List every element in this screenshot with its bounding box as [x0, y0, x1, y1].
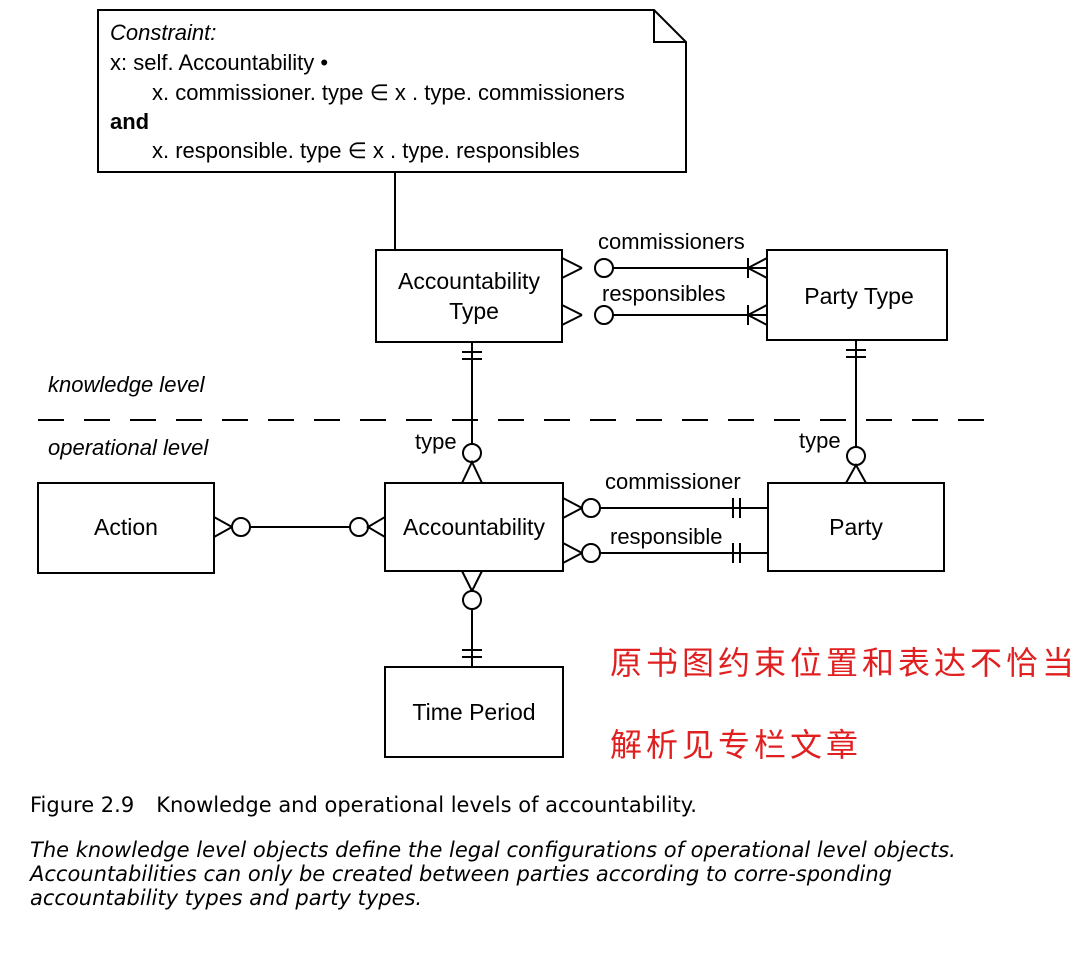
constraint-line-2: x: self. Accountability • — [110, 50, 328, 75]
relation-action-accountability — [213, 516, 386, 538]
entity-accountability-type: Accountability Type — [375, 249, 563, 343]
relation-responsible: responsible — [562, 524, 768, 564]
entity-party-type: Party Type — [766, 249, 948, 341]
accountability-label: Accountability — [403, 514, 545, 540]
relation-type-left: type — [415, 342, 483, 484]
figure-caption-body: The knowledge level objects define the l… — [30, 838, 956, 910]
type-right-label: type — [799, 428, 841, 453]
time-period-label: Time Period — [412, 699, 535, 725]
action-label: Action — [94, 514, 158, 540]
constraint-line-3: x. commissioner. type ∈ x . type. commis… — [152, 80, 625, 105]
entity-party: Party — [767, 482, 945, 572]
constraint-title: Constraint: — [110, 20, 216, 45]
party-label: Party — [829, 514, 883, 540]
commissioners-label: commissioners — [598, 229, 745, 254]
relation-commissioner: commissioner — [562, 469, 768, 519]
type-left-label: type — [415, 429, 457, 454]
responsibles-label: responsibles — [602, 281, 726, 306]
figure-caption-title: Figure 2.9 Knowledge and operational leve… — [30, 793, 697, 817]
constraint-note: Constraint: x: self. Accountability • x.… — [97, 9, 687, 173]
operational-level-label: operational level — [48, 435, 209, 460]
party-type-label: Party Type — [804, 283, 914, 309]
knowledge-level-label: knowledge level — [48, 372, 206, 397]
entity-time-period: Time Period — [384, 666, 564, 758]
annotation-line-1: 原书图约束位置和表达不恰当 — [610, 644, 1078, 682]
accountability-type-label-2: Type — [449, 298, 499, 324]
constraint-and: and — [110, 109, 149, 134]
constraint-line-5: x. responsible. type ∈ x . type. respons… — [152, 138, 580, 163]
relation-type-right: type — [799, 340, 867, 484]
accountability-type-label-1: Accountability — [398, 268, 540, 294]
responsible-label: responsible — [610, 524, 723, 549]
relation-commissioners: commissioners — [561, 229, 768, 279]
annotation-line-2: 解析见专栏文章 — [610, 726, 862, 764]
entity-accountability: Accountability — [384, 482, 564, 572]
commissioner-label: commissioner — [605, 469, 741, 494]
relation-time-period — [461, 570, 483, 667]
relation-responsibles: responsibles — [561, 281, 768, 326]
figure-title: Knowledge and operational levels of acco… — [156, 793, 697, 817]
figure-number: Figure 2.9 — [30, 793, 135, 817]
entity-action: Action — [37, 482, 215, 574]
